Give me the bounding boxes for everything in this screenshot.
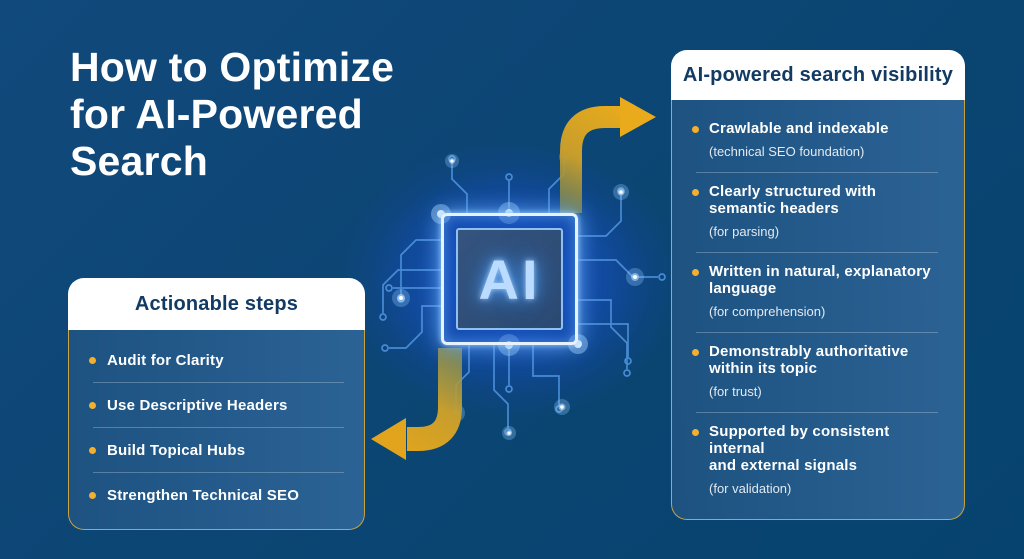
list-item: Audit for Clarity — [89, 338, 348, 382]
bullet-icon — [89, 356, 96, 364]
divider — [696, 252, 938, 253]
list-item-label: Crawlable and indexable — [709, 120, 889, 137]
bottom-arrow — [371, 348, 462, 460]
bullet-icon — [89, 446, 96, 454]
bullet-icon — [692, 126, 699, 133]
list-item-label: Build Topical Hubs — [107, 441, 246, 459]
title-line-1: How to Optimize — [70, 44, 395, 90]
list-item-note: (for comprehension) — [709, 304, 826, 319]
title-line-3: Search — [70, 138, 208, 184]
bullet-icon — [692, 189, 699, 196]
search-visibility-body: Crawlable and indexable (technical SEO f… — [671, 100, 965, 520]
divider — [93, 382, 344, 383]
search-visibility-header: AI-powered search visibility — [671, 50, 965, 100]
list-item-label: Strengthen Technical SEO — [107, 486, 300, 504]
title-line-2: for AI-Powered — [70, 91, 363, 137]
bullet-icon — [692, 269, 699, 276]
bullet-icon — [692, 349, 699, 356]
bullet-icon — [89, 491, 96, 499]
ai-chip-label: AI — [478, 247, 541, 311]
list-item-note: (for parsing) — [709, 224, 780, 239]
ai-chip: AI — [441, 213, 578, 345]
divider — [93, 427, 344, 428]
divider — [696, 412, 938, 413]
divider — [696, 332, 938, 333]
actionable-steps-body: Audit for Clarity Use Descriptive Header… — [68, 330, 365, 530]
actionable-steps-header: Actionable steps — [68, 278, 365, 330]
list-item-label: Use Descriptive Headers — [107, 396, 288, 414]
divider — [93, 472, 344, 473]
ai-chip-inner: AI — [456, 228, 563, 330]
list-item-note: (for validation) — [709, 481, 792, 496]
divider — [696, 172, 938, 173]
list-item: Build Topical Hubs — [89, 428, 348, 472]
list-item-label: Audit for Clarity — [107, 351, 224, 369]
list-item: Strengthen Technical SEO — [89, 473, 348, 517]
top-arrow — [560, 97, 656, 213]
list-item-note: (technical SEO foundation) — [709, 144, 865, 159]
list-item-note: (for trust) — [709, 384, 762, 399]
search-visibility-card: AI-powered search visibility Crawlable a… — [671, 50, 965, 520]
bullet-icon — [89, 401, 96, 409]
list-item: Use Descriptive Headers — [89, 383, 348, 427]
actionable-steps-card: Actionable steps Audit for Clarity Use D… — [68, 278, 365, 530]
list-item: Crawlable and indexable (technical SEO f… — [692, 110, 942, 172]
bullet-icon — [692, 429, 699, 436]
page-title: How to Optimize for AI-Powered Search — [70, 44, 510, 185]
